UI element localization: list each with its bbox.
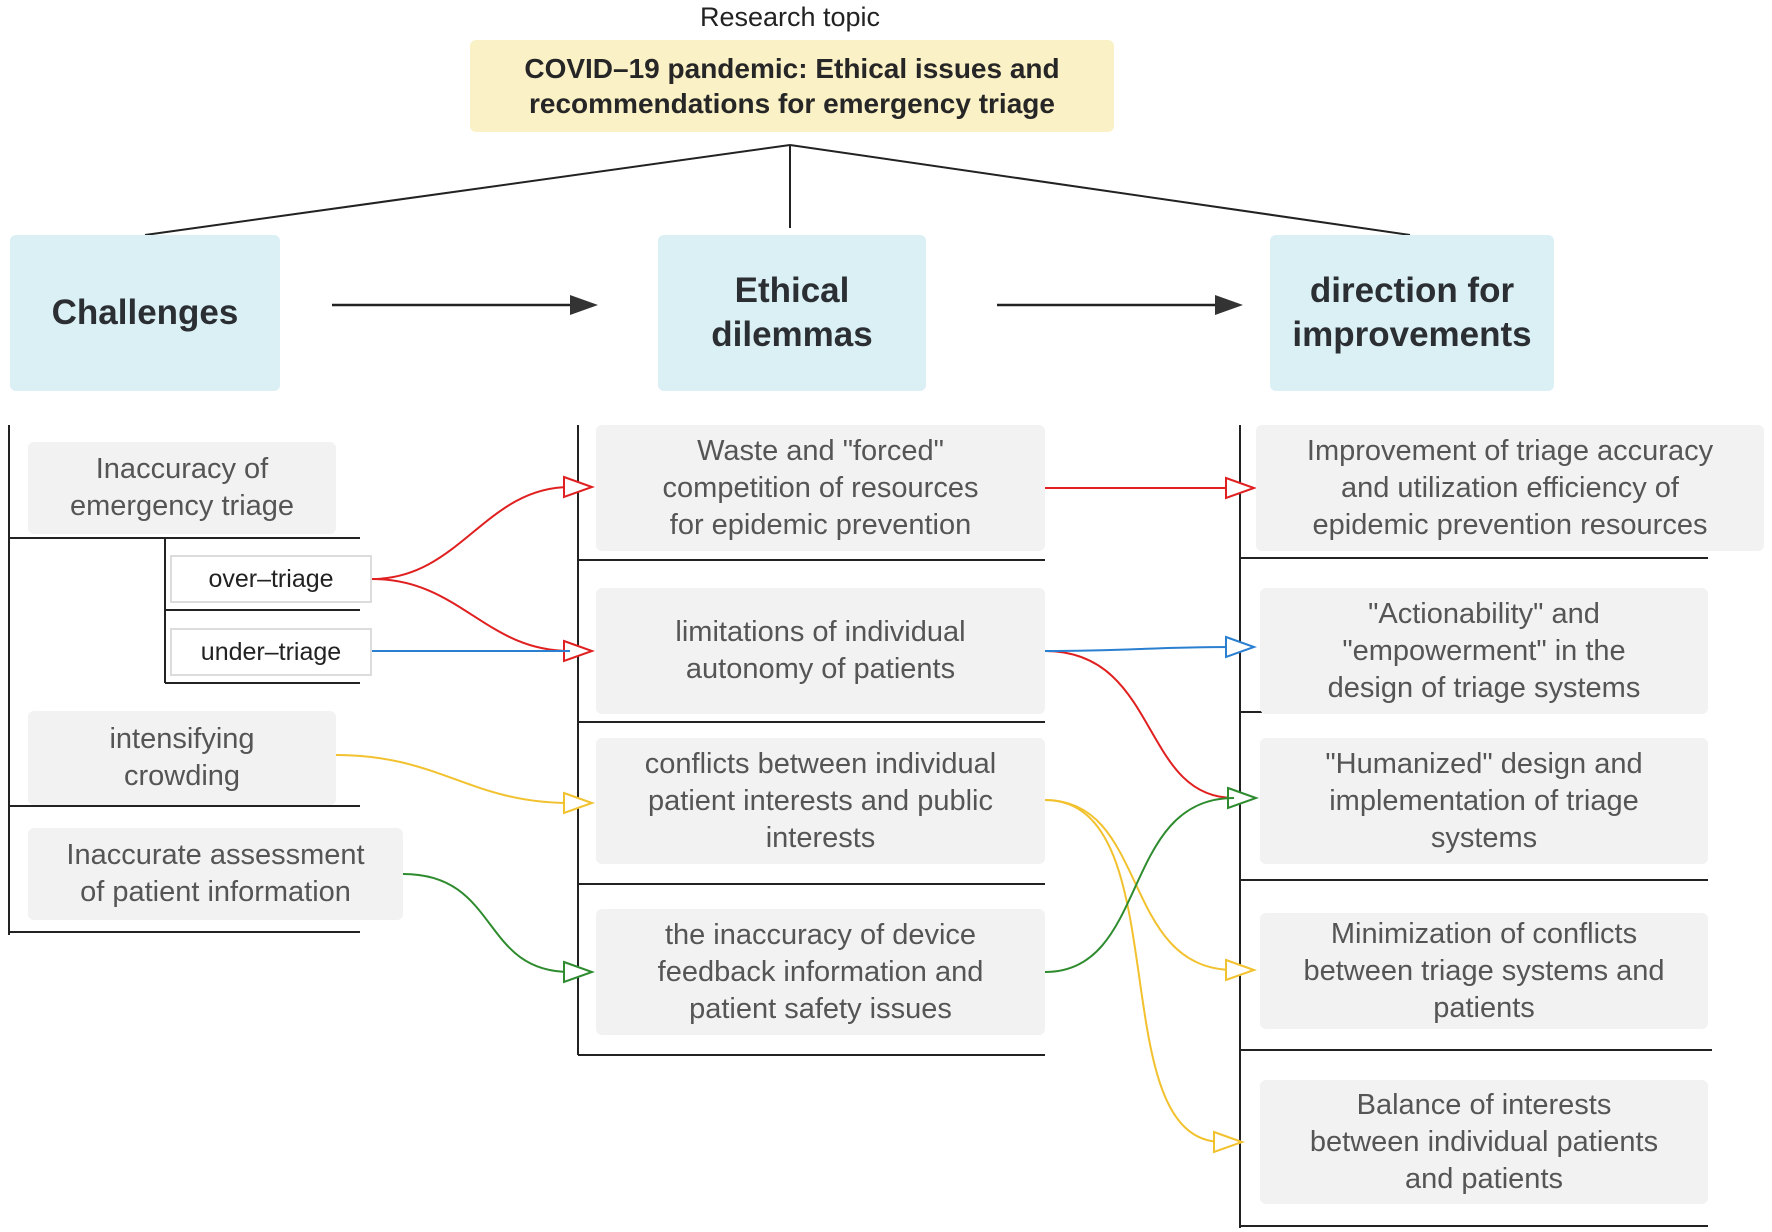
challenge-1-line-1: Inaccuracy of <box>95 453 269 485</box>
challenge-inaccurate-assessment: Inaccurate assessment of patient informa… <box>28 828 403 920</box>
improvement-5-line-2: between individual patients <box>1309 1125 1659 1158</box>
arrowhead-conflicts <box>563 791 595 815</box>
arrowhead-device <box>563 960 595 984</box>
improvement-3-line-2: implementation of triage <box>1329 784 1639 817</box>
connector-conflicts-to-balance <box>1044 799 1223 1143</box>
dilemma-4-line-2: feedback information and <box>657 955 984 988</box>
dilemma-2-line-1: limitations of individual <box>675 616 966 648</box>
challenge-3-line-2: of patient information <box>80 876 351 908</box>
dilemma-1-line-1: Waste and "forced" <box>697 434 944 467</box>
improvement-minimization-conflicts: Minimization of conflicts between triage… <box>1260 913 1708 1029</box>
tag-over-triage: over–triage <box>170 555 372 603</box>
dilemma-1-line-2: competition of resources <box>662 471 979 504</box>
dilemma-3-line-3: interests <box>765 821 876 854</box>
connector-crowding-to-conflicts <box>335 754 571 804</box>
improvement-humanized-design: "Humanized" design and implementation of… <box>1260 738 1708 864</box>
improvement-2-line-3: design of triage systems <box>1327 671 1641 704</box>
tag-under-triage-label: under–triage <box>200 637 342 666</box>
improvement-1-line-1: Improvement of triage accuracy <box>1306 434 1714 467</box>
tree-line-right <box>789 144 1411 236</box>
connector-device-to-humanized <box>1044 797 1235 973</box>
connector-autonomy-to-humanized <box>1044 650 1235 799</box>
topic-title-line-1: COVID–19 pandemic: Ethical issues and <box>524 53 1060 84</box>
improvement-balance-interests: Balance of interests between individual … <box>1260 1080 1708 1204</box>
header-direction-line-2: improvements <box>1292 315 1532 354</box>
dilemma-device-feedback: the inaccuracy of device feedback inform… <box>596 909 1045 1035</box>
improvement-3-line-3: systems <box>1430 821 1538 854</box>
dilemma-conflicts-interests: conflicts between individual patient int… <box>596 738 1045 864</box>
arrowhead-minimization <box>1225 958 1257 982</box>
challenge-1-line-2: emergency triage <box>69 490 295 522</box>
dilemma-waste-competition: Waste and "forced" competition of resour… <box>596 425 1045 551</box>
research-topic-label: Research topic <box>699 2 881 32</box>
improvement-5-line-3: and patients <box>1404 1162 1563 1195</box>
header-direction-line-1: direction for <box>1309 271 1515 310</box>
improvement-3-line-1: "Humanized" design and <box>1325 747 1643 780</box>
improvement-2-line-2: "empowerment" in the <box>1342 634 1626 667</box>
dilemma-1-line-3: for epidemic prevention <box>669 508 972 541</box>
arrowhead-accuracy <box>1225 476 1257 500</box>
arrowhead-balance <box>1213 1130 1245 1154</box>
connector-autonomy-to-actionability <box>1044 646 1235 652</box>
connector-conflicts-to-minimization <box>1044 799 1235 971</box>
improvement-2-line-1: "Actionability" and <box>1368 597 1600 630</box>
dilemma-2-line-2: autonomy of patients <box>685 653 956 685</box>
improvement-1-line-3: epidemic prevention resources <box>1312 508 1708 541</box>
dilemma-limitations-autonomy: limitations of individual autonomy of pa… <box>596 588 1045 714</box>
header-direction-improvements: direction for improvements <box>1270 235 1554 391</box>
improvement-1-line-2: and utilization efficiency of <box>1340 471 1679 504</box>
arrowhead-actionability <box>1225 635 1257 659</box>
improvement-4-line-3: patients <box>1433 991 1535 1024</box>
tag-under-triage: under–triage <box>170 628 372 676</box>
dilemma-3-line-1: conflicts between individual <box>644 747 997 780</box>
challenge-3-line-1: Inaccurate assessment <box>66 839 365 871</box>
header-ethical-dilemmas: Ethical dilemmas <box>658 235 926 391</box>
tag-over-triage-label: over–triage <box>208 564 334 593</box>
research-topic-box: COVID–19 pandemic: Ethical issues and re… <box>470 40 1114 132</box>
improvement-4-line-2: between triage systems and <box>1303 954 1665 987</box>
arrowhead-waste <box>563 475 595 499</box>
improvement-actionability: "Actionability" and "empowerment" in the… <box>1260 588 1708 714</box>
connector-over-to-autonomy <box>371 578 571 652</box>
dilemma-3-line-2: patient interests and public <box>648 784 993 817</box>
challenge-2-line-1: intensifying <box>109 723 255 755</box>
header-challenges-label: Challenges <box>51 293 239 332</box>
flow-arrow-1-head <box>570 295 598 315</box>
header-ethical-line-1: Ethical <box>734 271 850 310</box>
dilemma-4-line-1: the inaccuracy of device <box>664 918 977 951</box>
header-ethical-line-2: dilemmas <box>711 315 873 354</box>
challenge-intensifying-crowding: intensifying crowding <box>28 711 336 805</box>
improvement-4-line-1: Minimization of conflicts <box>1330 917 1638 950</box>
flow-arrow-2-head <box>1215 295 1243 315</box>
improvement-triage-accuracy: Improvement of triage accuracy and utili… <box>1256 425 1764 551</box>
connector-assessment-to-device <box>402 873 571 973</box>
topic-title-line-2: recommendations for emergency triage <box>529 88 1055 119</box>
tree-line-left <box>144 144 791 236</box>
dilemma-4-line-3: patient safety issues <box>689 992 952 1025</box>
challenge-inaccuracy-triage: Inaccuracy of emergency triage <box>28 442 336 534</box>
improvement-5-line-1: Balance of interests <box>1356 1088 1612 1121</box>
header-challenges: Challenges <box>10 235 280 391</box>
challenge-2-line-2: crowding <box>123 760 241 792</box>
connector-over-to-waste <box>371 486 571 580</box>
